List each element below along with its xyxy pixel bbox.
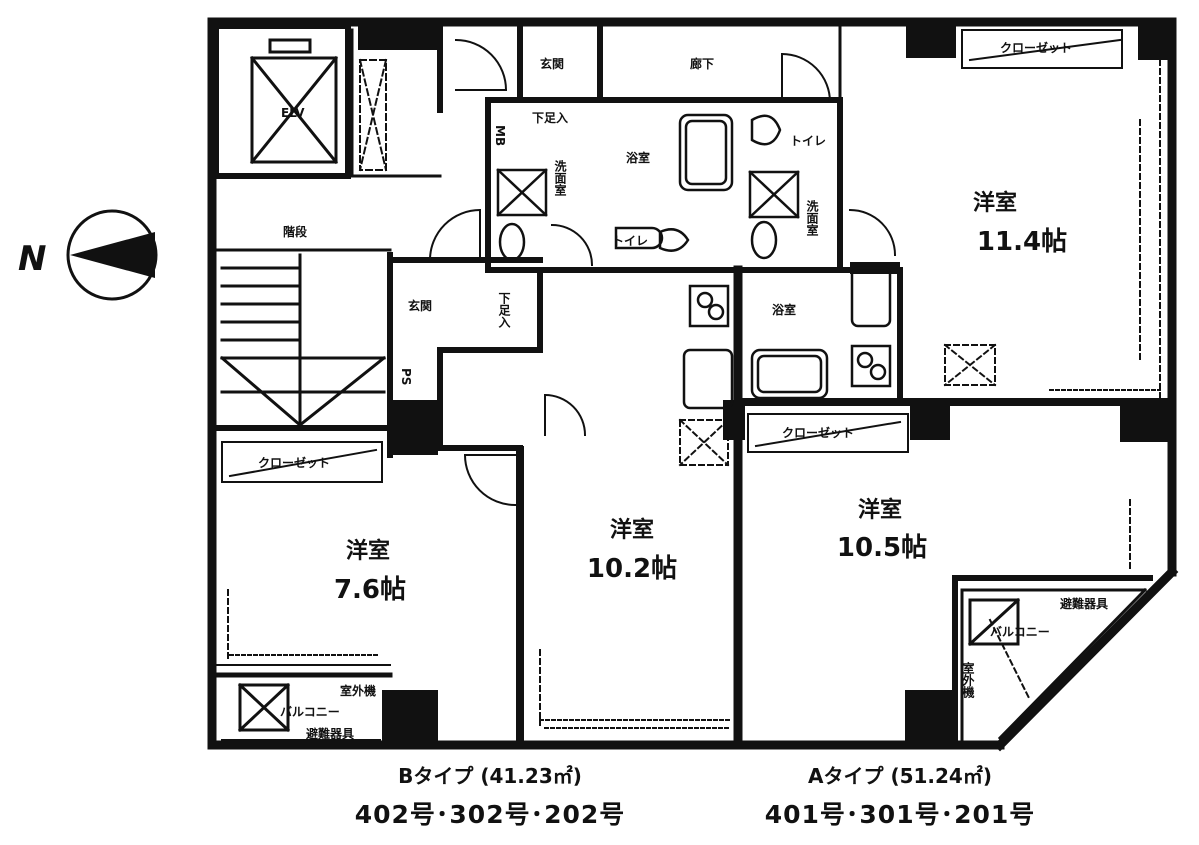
washroom-a-label: 洗面室 [805,199,819,237]
room-b-second-size: 7.6帖 [334,575,406,605]
ps-label: PS [399,368,413,385]
mb-label: MB [493,125,507,146]
fixtures [496,113,892,410]
evac-a-label: 避難器具 [1060,596,1108,611]
washroom-b-label: 洗面室 [553,159,567,197]
room-a-second-size: 10.5帖 [837,533,927,563]
elevator-door-panels [358,58,388,172]
room-b-main-size: 10.2帖 [587,554,677,584]
type-a-caption: Aタイプ (51.24㎡) 401号･301号･201号 [740,760,1060,831]
closet-a1-label: クローゼット [1000,40,1072,55]
ac-units [227,59,1161,726]
toilet-a-label: トイレ [790,134,826,148]
balcony-b [221,682,381,741]
shoe-box-b-label: 下足入 [497,292,511,329]
compass: N [18,209,158,301]
entrance-b-label: 玄関 [408,298,432,313]
columns [358,22,1172,745]
bath-a-label: 浴室 [772,302,796,317]
room-b-second-name: 洋室 [346,538,390,564]
balcony-a [960,587,1148,742]
type-a-units: 401号･301号･201号 [764,800,1036,829]
elevator-label: ELV [281,106,305,120]
bath-b-label: 浴室 [626,150,650,165]
type-b-units: 402号･302号･202号 [354,800,626,829]
closets [221,29,1123,483]
room-labels: 洋室 11.4帖 洋室 10.5帖 洋室 10.2帖 洋室 7.6帖 [334,190,1067,605]
stairs-label: 階段 [283,224,308,239]
balcony-b-label: バルコニー [280,705,340,719]
type-b-title: Bタイプ (41.23㎡) [398,764,582,788]
room-a-second-name: 洋室 [858,497,902,523]
shoe-box-label: 下足入 [532,111,568,125]
stairs [219,253,387,428]
evac-b-label: 避難器具 [306,726,354,741]
door-swings [428,38,897,507]
room-a-main-name: 洋室 [973,190,1017,216]
balcony-a-label: バルコニー [990,625,1050,639]
outdoor-a-label: 室外機 [961,661,975,699]
compass-north-label: N [18,239,46,279]
window-sills [229,389,1161,729]
outdoor-b-label: 室外機 [340,683,376,698]
closet-b-label: クローゼット [258,455,330,470]
elevator [249,38,339,165]
interior-walls [213,23,1172,750]
room-a-main-size: 11.4帖 [977,227,1067,257]
toilet-b-label: トイレ [612,234,648,248]
entrance-top-label: 玄関 [540,56,564,71]
corridor-label: 廊下 [690,56,714,71]
room-b-main-name: 洋室 [610,517,654,543]
area-labels: ELV 階段 廊下 玄関 下足入 玄関 下足入 クローゼット クローゼット クロ… [258,40,1108,741]
type-a-title: Aタイプ (51.24㎡) [808,764,992,788]
closet-a2-label: クローゼット [782,425,854,440]
type-b-caption: Bタイプ (41.23㎡) 402号･302号･202号 [330,760,650,831]
